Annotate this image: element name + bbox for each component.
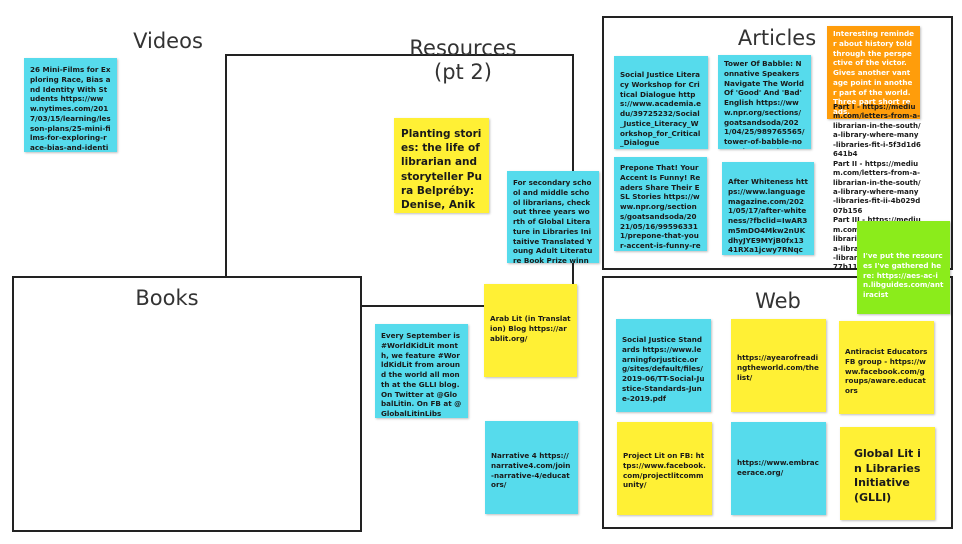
sticky-note-resources-gathered[interactable]: I've put the resources I've gathered her…: [857, 221, 950, 314]
sticky-note-tower-of-babble[interactable]: Tower Of Babble: Nonnative Speakers Navi…: [718, 55, 811, 149]
web-title: Web: [755, 289, 801, 313]
sticky-note-prepone[interactable]: Prepone That! Your Accent Is Funny! Read…: [614, 157, 707, 251]
sticky-note-world-kid-lit[interactable]: Every September is #WorldKidLit month, w…: [375, 324, 468, 418]
sticky-note-narrative4[interactable]: Narrative 4 https://narrative4.com/join-…: [485, 421, 578, 514]
sticky-note-embracer[interactable]: https://www.embraceerace.org/: [731, 422, 826, 515]
sticky-note-glli[interactable]: Global Lit in Libraries Initiative (GLLI…: [840, 427, 935, 520]
articles-frame: [602, 16, 953, 270]
sticky-note-mini-films[interactable]: 26 Mini-Films for Exploring Race, Bias a…: [24, 58, 117, 152]
sticky-note-social-justice-standards[interactable]: Social Justice Standards https://www.lea…: [616, 319, 711, 412]
sticky-note-arab-lit[interactable]: Arab Lit (in Translation) Blog https://a…: [484, 284, 577, 377]
web-frame: [602, 276, 953, 529]
books-title: Books: [135, 286, 199, 310]
videos-title: Videos: [133, 29, 203, 53]
sticky-note-year-of-reading[interactable]: https://ayearofreadingtheworld.com/theli…: [731, 319, 826, 412]
sticky-note-history-reminder[interactable]: Interesting reminder about history told …: [827, 26, 920, 119]
resources-title: Resources (pt 2): [409, 36, 517, 85]
sticky-note-social-justice-literacy[interactable]: Social Justice Literacy Workshop for Cri…: [614, 56, 708, 149]
sticky-note-antiracist-fb[interactable]: Antiracist Educators FB group - https://…: [839, 321, 934, 414]
sticky-note-after-whiteness[interactable]: After Whiteness https://www.languagemaga…: [722, 162, 814, 255]
books-frame: [12, 276, 362, 532]
sticky-note-glli-blog[interactable]: For secondary school and middle school l…: [507, 171, 599, 263]
sticky-note-project-lit[interactable]: Project Lit on FB: https://www.facebook.…: [617, 422, 712, 515]
sticky-note-pura-belpre[interactable]: Planting stories: the life of librarian …: [394, 118, 489, 213]
articles-title: Articles: [737, 26, 817, 50]
